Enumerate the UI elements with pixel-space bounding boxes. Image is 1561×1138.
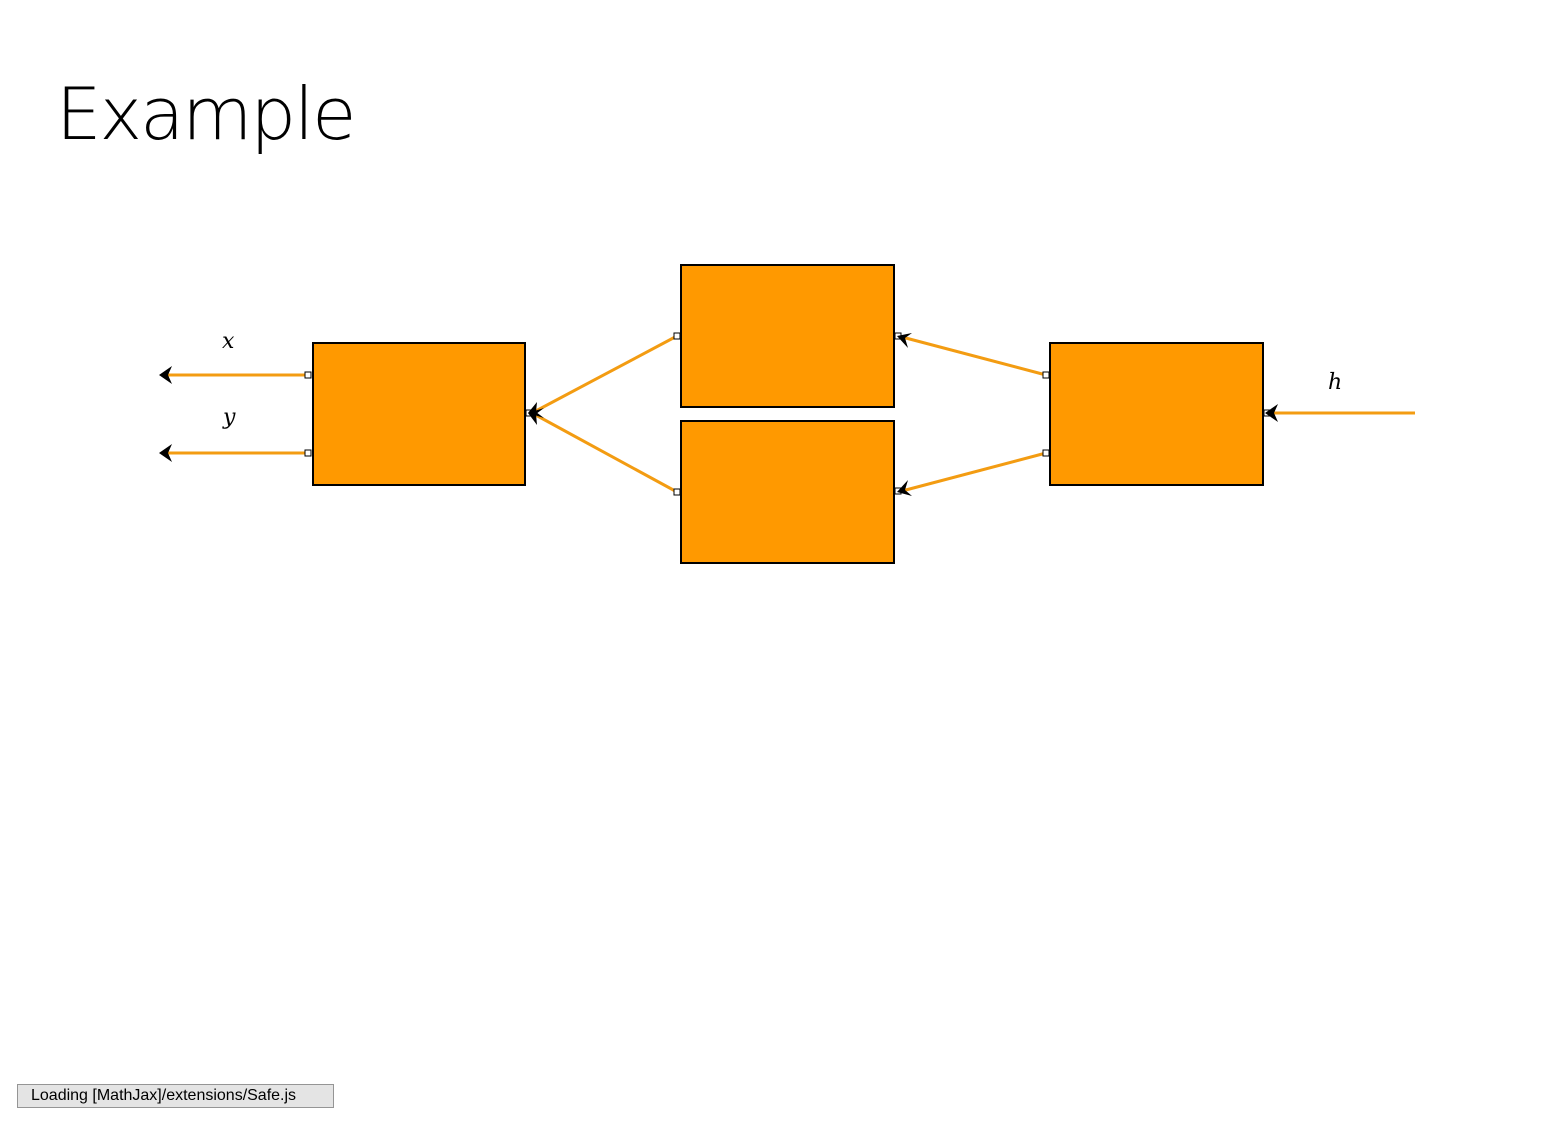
block-left [312,342,526,486]
block-right [1049,342,1264,486]
port-bottom-in [673,488,681,496]
wire-top-to-left [531,334,678,415]
arrowhead-top-icon [897,333,912,348]
arrowhead-h-icon [1265,404,1278,422]
port-left-y [304,449,312,457]
arrowheads [159,333,1278,496]
port-left-x [304,371,312,379]
arrowhead-bottom-icon [897,480,912,496]
port-right-bottom [1042,449,1050,457]
wire-right-to-bottom [901,451,1047,493]
wires [164,334,1415,494]
block-center-bottom [680,420,895,564]
port-right-top [1042,371,1050,379]
block-center-top [680,264,895,408]
label-h: h [1328,370,1342,395]
arrowhead-y-icon [159,444,172,462]
page-title: Example [56,72,356,156]
arrowhead-x-icon [159,366,172,384]
port-top-in [673,332,681,340]
wire-bottom-to-left [531,411,678,494]
arrowhead-left-bottom-icon [528,408,544,425]
wire-right-to-top [901,335,1047,377]
label-x: x [222,329,235,354]
mathjax-loading-status: Loading [MathJax]/extensions/Safe.js [17,1084,334,1108]
label-y: y [222,405,236,430]
